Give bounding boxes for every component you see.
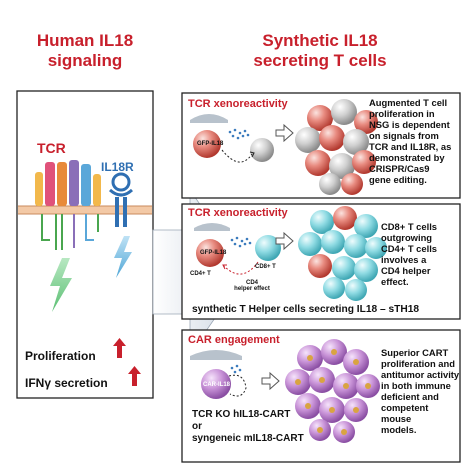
left-title-line1: Human IL18 [36,31,134,50]
right-title-line1: Synthetic IL18 [262,31,378,50]
tumor-cell-icon [190,350,242,360]
helper-line1: CD4 [245,280,258,286]
il18-dots-icon [230,236,252,248]
panel2-footer: synthetic T Helper cells secreting IL18 … [192,304,420,315]
panel2-desc-line: effect. [381,276,409,287]
panel1-cell-cluster [295,99,378,195]
panel3-desc-line: competent mouse [381,402,429,424]
ifng-label: IFNγ secretion [25,376,108,390]
gray-tcell-icon [250,138,274,162]
panel1-desc-line: TCR and IL18R, as [369,141,452,152]
red-tcell-icon [193,130,221,158]
panel1-desc-line: CRISPR/Cas9 [369,163,430,174]
cd8-label: CD8+ T [255,264,276,270]
panel1-description: Augmented T cell proliferation in NSG is… [369,97,459,185]
panel1-gfp-label: GFP-IL18 [197,141,224,147]
panel1-desc-line: Augmented T cell [369,97,448,108]
panel1-desc-line: gene editing. [369,174,427,185]
panel3-cell-cluster [285,339,380,443]
membrane [18,206,152,214]
panel1-desc-line: demonstrated by [369,152,445,163]
cd8-tcell-icon [255,235,281,261]
panel2-gfp-label: GFP-IL18 [200,250,227,256]
panel3-desc-line: deficient and [381,391,439,402]
panel2-heading: TCR xenoreactivity [188,207,288,219]
panel3-desc-line: proliferation and [381,358,455,369]
panel3-arrow-icon [261,371,280,391]
il18-dots-icon [230,364,242,374]
panel3-heading: CAR engagement [188,334,280,346]
panel1-arrow-icon [275,123,294,143]
right-title: Synthetic IL18 secreting T cells [200,31,440,71]
il18r-label: IL18R [101,160,134,174]
panel3-desc-line: antitumor activity [381,369,460,380]
panel3-footer-line2: or [192,421,202,432]
panel3-footer: TCR KO hIL18-CART or syngeneic mIL18-CAR… [192,409,304,445]
left-box [16,90,154,399]
left-title-line2: signaling [47,51,123,70]
panel1-desc-line: NSG is dependent [369,119,450,130]
panel2-desc-line: CD4 helper [381,265,431,276]
panel2-desc-line: CD8+ T cells [381,221,438,232]
tcr-label: TCR [37,140,66,156]
target-cell-icon [194,223,230,231]
panel2-desc-line: CD4+ T cells [381,243,438,254]
panel2-arrow-icon [275,231,294,251]
panel2-desc-line: outgrowing [381,232,433,243]
cart-cell-icon [201,369,231,399]
car-il18-label: CAR-IL18 [203,382,231,388]
helper-effect-label: CD4 helper effect [232,280,272,292]
panel1-desc-line: on signals from [369,130,439,141]
cd4-tcell-icon [196,239,224,267]
panel3-desc-line: models. [381,424,417,435]
left-title: Human IL18 signaling [10,31,160,71]
up-arrow-icon [113,338,126,358]
panel2-desc-line: involves a [381,254,427,265]
panel3-desc-line: in both immune [381,380,451,391]
signal-bolt-icon [50,258,72,312]
il18r-icon [108,172,134,227]
panel3-description: Superior CART proliferation and antitumo… [381,347,460,435]
helper-line2: helper effect [234,286,270,292]
right-title-line2: secreting T cells [253,51,387,70]
proliferation-label: Proliferation [25,349,96,363]
target-cell-icon [190,114,228,123]
panel1-desc-line: proliferation in [369,108,435,119]
up-arrow-icon [128,366,141,386]
panel2-description: CD8+ T cells outgrowing CD4+ T cells inv… [381,221,459,287]
panel1-heading: TCR xenoreactivity [188,98,288,110]
panel3-footer-line1: TCR KO hIL18-CART [192,409,291,420]
panel3-footer-line3: syngeneic mIL18-CART [192,433,304,444]
il18-dots-icon [228,128,250,140]
tcr-complex-icon [35,160,101,250]
cd4-label: CD4+ T [190,271,211,277]
panel3-desc-line: Superior CART [381,347,449,358]
panel2-cell-cluster [298,206,387,301]
il18r-signal-bolt-icon [114,236,132,278]
